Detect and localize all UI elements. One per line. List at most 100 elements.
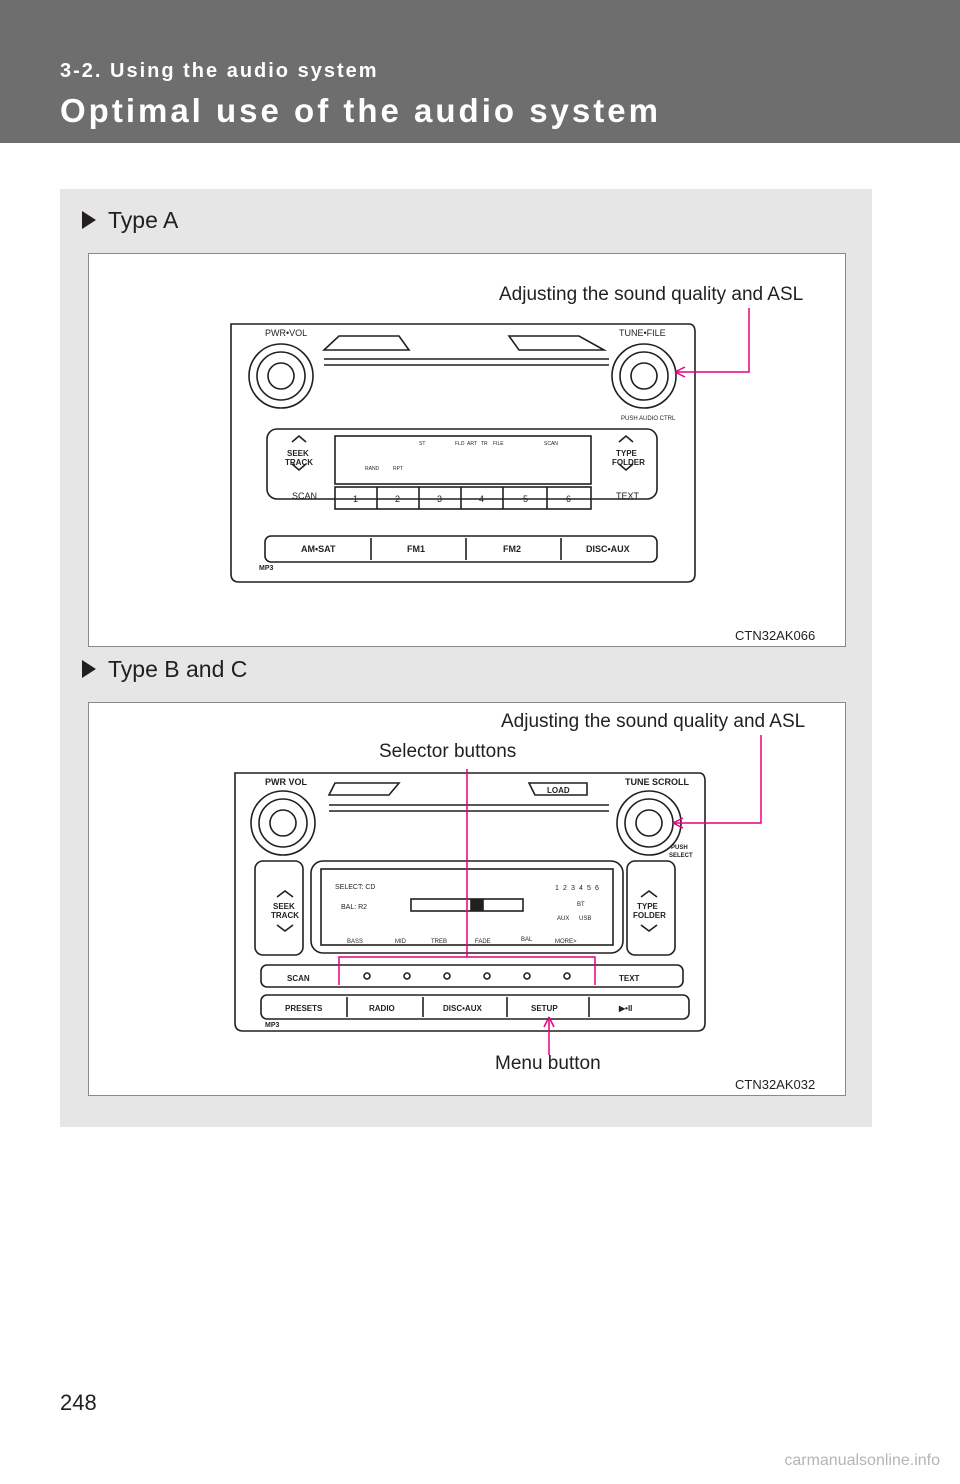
faceplate-outline	[234, 772, 706, 1032]
figure-code-bc: CTN32AK032	[735, 1077, 816, 1092]
eject-button	[327, 782, 401, 796]
eject-shelf	[507, 335, 608, 351]
preset-4: 4	[479, 494, 484, 504]
controls-block	[266, 428, 658, 500]
disc-slot-6: 6	[595, 885, 599, 892]
preset-6: 6	[566, 494, 571, 504]
type-bc-heading-text: Type B and C	[108, 656, 248, 682]
callout-menu-button: Menu button	[495, 1053, 601, 1074]
menu-fade: FADE	[475, 939, 491, 945]
label-push: PUSH	[671, 845, 688, 851]
label-track: TRACK	[285, 458, 313, 467]
page-heading: Optimal use of the audio system	[60, 92, 661, 129]
button-fm2: FM2	[503, 544, 521, 554]
indicator-art: ART	[467, 441, 477, 447]
seek-up-chevron-icon	[291, 434, 307, 443]
figure-code-a: CTN32AK066	[735, 628, 816, 643]
callout-arrow-icon	[543, 1016, 555, 1028]
disc-slot-5: 5	[587, 885, 591, 892]
type-up-chevron-icon	[618, 434, 634, 443]
label-push-audio-ctrl: PUSH AUDIO CTRL	[621, 416, 676, 422]
preset-row	[334, 486, 592, 510]
label-seek: SEEK	[273, 902, 295, 911]
eject-button	[321, 335, 411, 351]
load-button	[527, 782, 588, 796]
bottom-button-bar	[260, 994, 690, 1020]
label-seek: SEEK	[287, 449, 309, 458]
menu-more: MORE>	[555, 939, 577, 945]
seek-up-chevron-icon	[276, 890, 294, 898]
menu-mid: MID	[395, 939, 407, 945]
label-scan: SCAN	[287, 974, 310, 983]
preset-row	[260, 964, 684, 988]
callout-sound-quality-a: Adjusting the sound quality and ASL	[499, 284, 804, 305]
label-pwr-vol: PWR VOL	[265, 777, 308, 787]
menu-bass: BASS	[347, 939, 363, 945]
indicator-scan: SCAN	[544, 441, 558, 447]
type-down-chevron-icon	[618, 463, 634, 472]
button-radio: RADIO	[369, 1004, 395, 1013]
disc-slot-4: 4	[579, 885, 583, 892]
seek-track-rocker	[254, 860, 304, 956]
callout-line-sound	[673, 735, 762, 824]
triangle-bullet-icon	[82, 660, 96, 678]
callout-arrow-icon	[672, 817, 684, 829]
preset-3: 3	[437, 494, 442, 504]
watermark: carmanualsonline.info	[784, 1452, 940, 1469]
type-bc-audio-unit-drawing: PWR VOL TUNE SCROLL LOAD PUSH SELECT SEE…	[234, 735, 762, 1055]
triangle-bullet-icon	[82, 211, 96, 229]
page-number: 248	[60, 1390, 97, 1415]
preset-2: 2	[395, 494, 400, 504]
callout-bracket-selector	[338, 956, 596, 985]
type-folder-rocker	[626, 860, 676, 956]
label-load: LOAD	[547, 786, 570, 795]
disc-slot-2: 2	[563, 885, 567, 892]
type-a-heading-text: Type A	[108, 207, 179, 233]
pwr-vol-knob	[250, 790, 316, 856]
tune-file-knob	[611, 343, 677, 409]
type-down-chevron-icon	[640, 924, 658, 932]
type-bc-heading: Type B and C	[82, 656, 247, 683]
label-type: TYPE	[637, 902, 659, 911]
preset-1: 1	[353, 494, 358, 504]
display-window	[334, 435, 592, 485]
label-folder: FOLDER	[612, 458, 645, 467]
figure-type-a: PWR•VOL TUNE•FILE PUSH AUDIO CTRL SEEK T…	[88, 253, 846, 647]
balance-indicator	[470, 899, 484, 911]
section-label: 3-2. Using the audio system	[60, 60, 379, 82]
label-pwr-vol: PWR•VOL	[265, 328, 307, 338]
indicator-st: ST	[419, 441, 425, 447]
label-text: TEXT	[619, 974, 640, 983]
label-tune-file: TUNE•FILE	[619, 328, 666, 338]
callout-selector-buttons: Selector buttons	[379, 741, 517, 762]
label-text: TEXT	[616, 491, 640, 501]
label-type: TYPE	[616, 449, 638, 458]
button-presets: PRESETS	[285, 1004, 323, 1013]
indicator-rand: RAND	[365, 466, 380, 472]
indicator-usb: USB	[579, 916, 591, 922]
pwr-vol-knob	[248, 343, 314, 409]
faceplate-outline	[230, 323, 696, 583]
callout-line-sound	[675, 308, 750, 373]
type-up-chevron-icon	[640, 890, 658, 898]
display-bal-line: BAL: R2	[341, 904, 367, 911]
button-am-sat: AM•SAT	[301, 544, 336, 554]
indicator-aux: AUX	[557, 916, 569, 922]
label-track: TRACK	[271, 911, 299, 920]
bottom-button-bar	[264, 535, 658, 563]
type-a-audio-unit-drawing: PWR•VOL TUNE•FILE PUSH AUDIO CTRL SEEK T…	[230, 308, 750, 583]
disc-slot-1: 1	[555, 885, 559, 892]
seek-down-chevron-icon	[276, 924, 294, 932]
label-scan: SCAN	[292, 491, 317, 501]
label-folder: FOLDER	[633, 911, 666, 920]
indicator-bt: BT	[577, 902, 585, 908]
preset-5: 5	[523, 494, 528, 504]
menu-treb: TREB	[431, 939, 447, 945]
label-mp3: MP3	[265, 1022, 280, 1029]
button-setup: SETUP	[531, 1004, 558, 1013]
indicator-file: FILE	[493, 441, 504, 447]
menu-bal: BAL	[521, 937, 533, 943]
disc-slot-3: 3	[571, 885, 575, 892]
label-mp3: MP3	[259, 565, 274, 572]
label-tune-scroll: TUNE SCROLL	[625, 777, 690, 787]
